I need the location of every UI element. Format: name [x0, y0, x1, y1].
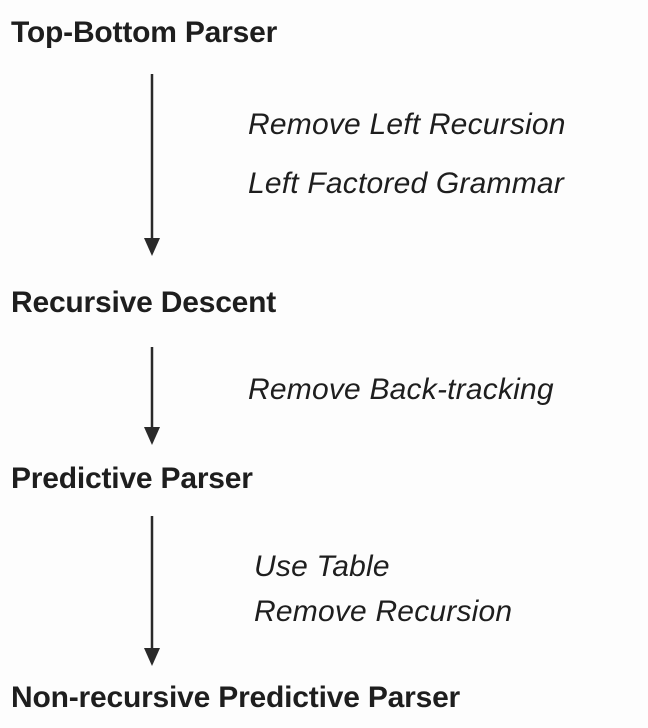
step-remove-back-tracking: Remove Back-tracking: [248, 373, 554, 406]
arrow-2: [144, 347, 160, 445]
arrow-1: [144, 74, 160, 256]
stage-predictive-parser: Predictive Parser: [11, 462, 253, 495]
step-use-table: Use Table: [254, 550, 390, 583]
arrow-3: [144, 516, 160, 666]
step-remove-left-recursion: Remove Left Recursion: [248, 108, 566, 141]
arrow-1-head: [144, 238, 160, 256]
step-left-factored-grammar: Left Factored Grammar: [248, 167, 564, 200]
arrow-2-head: [144, 427, 160, 445]
step-remove-recursion: Remove Recursion: [254, 595, 513, 628]
arrow-3-head: [144, 648, 160, 666]
stage-recursive-descent: Recursive Descent: [11, 286, 277, 319]
stage-non-recursive-predictive-parser: Non-recursive Predictive Parser: [11, 681, 461, 714]
stage-top-bottom-parser: Top-Bottom Parser: [11, 16, 278, 49]
